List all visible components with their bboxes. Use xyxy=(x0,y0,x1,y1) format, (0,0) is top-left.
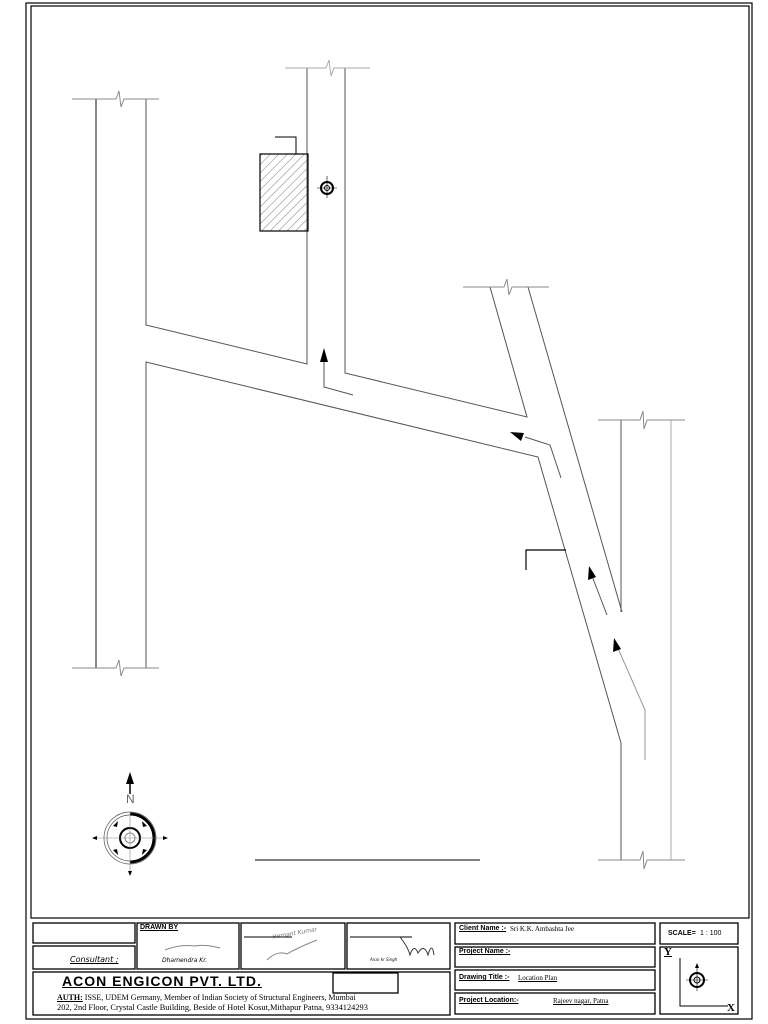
signature-hemant xyxy=(266,939,318,961)
small-compass-icon xyxy=(317,176,337,198)
drawing-title-label: Drawing Title :- xyxy=(459,974,510,981)
project-location-label: Project Location:- xyxy=(459,997,519,1004)
section-mark xyxy=(525,549,566,570)
roads xyxy=(72,59,685,870)
signature-arun xyxy=(399,936,435,957)
axis-x-label: X xyxy=(727,1002,735,1014)
company-name: ACON ENGICON PVT. LTD. xyxy=(62,973,262,989)
small-compass-icon xyxy=(686,963,708,991)
road-edge xyxy=(344,68,528,418)
plot-leader-line xyxy=(275,136,297,154)
direction-arrow-icon xyxy=(510,432,524,441)
direction-arrow-icon xyxy=(588,566,596,580)
break-line-icon xyxy=(285,59,370,77)
title-block-boxes xyxy=(32,922,739,1016)
break-line-icon xyxy=(598,850,685,870)
north-arrow-compass-icon xyxy=(92,772,168,876)
axis-y-label: Y xyxy=(664,946,672,958)
xy-axes-icon xyxy=(679,958,728,1007)
approved-by-name: Arun kr Singh xyxy=(370,957,398,962)
consultant-label: Consultant ; xyxy=(70,955,119,964)
road-edge xyxy=(527,286,623,613)
direction-arrow-icon xyxy=(613,638,621,652)
break-line-icon xyxy=(463,278,549,296)
client-name: Sri K.K. Ambashta Jee xyxy=(510,925,574,933)
auth-line: AUTH: ISSE, UDEM Germany, Member of Indi… xyxy=(57,993,356,1002)
client-name-label: Client Name :- xyxy=(459,925,507,932)
scale-value: 1 : 100 xyxy=(700,930,722,937)
site-plot xyxy=(259,153,309,232)
north-label: N xyxy=(126,792,135,806)
break-line-icon xyxy=(72,659,159,677)
drawing-title: Location Plan xyxy=(518,974,558,982)
signature-dhamendra xyxy=(164,944,221,951)
direction-arrow-line xyxy=(591,575,608,616)
company-address: 202, 2nd Floor, Crystal Castle Building,… xyxy=(57,1003,368,1012)
direction-arrow-line xyxy=(616,645,646,760)
direction-arrow-line xyxy=(524,436,562,479)
outer-frame xyxy=(25,2,753,1020)
auth-label: AUTH: xyxy=(57,993,83,1002)
direction-arrow-line xyxy=(323,360,354,396)
break-line-icon xyxy=(598,410,685,430)
project-location: Rajeev nagar, Patna xyxy=(553,997,609,1005)
road-edge xyxy=(145,361,622,860)
direction-arrow-icon xyxy=(320,348,328,362)
scale-label: SCALE= xyxy=(668,930,696,937)
project-name-label: Project Name :- xyxy=(459,948,511,955)
drawn-by-name: Dhamendra Kr. xyxy=(162,957,208,964)
drawing-frame xyxy=(30,5,750,919)
direction-arrowheads xyxy=(320,348,621,652)
drawn-by-label: DRAWN BY xyxy=(140,924,179,931)
auth-text: ISSE, UDEM Germany, Member of Indian Soc… xyxy=(84,993,356,1002)
break-line-icon xyxy=(72,90,159,108)
